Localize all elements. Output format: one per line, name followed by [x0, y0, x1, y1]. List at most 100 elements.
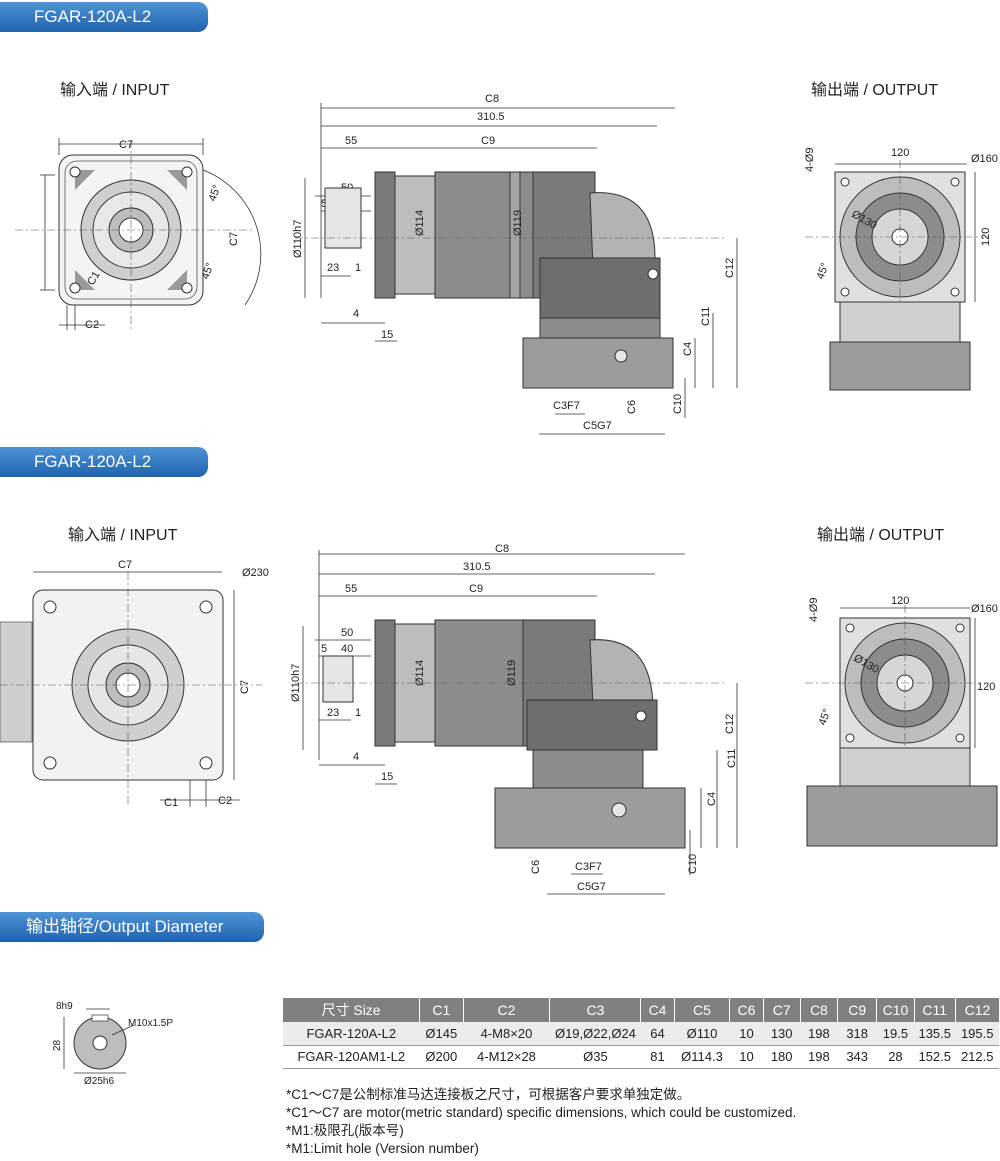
dim-310-mid: 310.5 [463, 561, 491, 573]
table-cell: 198 [800, 1045, 838, 1069]
section-title-shaft: 输出轴径/Output Diameter [0, 912, 264, 942]
table-cell: FGAR-120A-L2 [283, 1022, 420, 1046]
note-line: *C1～C7 are motor(metric standard) specif… [286, 1105, 797, 1120]
dim-dia110-top: Ø110h7 [292, 220, 304, 258]
dim-5-top: 5 [321, 198, 327, 210]
dim-15-mid: 15 [381, 771, 393, 783]
output-view-top: 120 Ø160 4-Ø9 Ø130 45° 120 [804, 147, 998, 391]
section-title-middle: FGAR-120A-L2 [0, 447, 208, 477]
dim-c8-top: C8 [485, 93, 499, 105]
table-cell: 195.5 [955, 1022, 999, 1046]
shaft-diagram: 8h9 M10x1.5P 28 Ø25h6 [52, 1001, 173, 1087]
header-c3: C3 [549, 998, 642, 1022]
dim-55-mid: 55 [345, 583, 357, 595]
table-cell: 28 [876, 1045, 915, 1069]
dim-c7-top-input: C7 [119, 139, 133, 151]
dim-c11-top: C11 [700, 307, 712, 326]
input-label-top: 输入端 / INPUT [60, 82, 170, 99]
dim-dia114-mid: Ø114 [414, 660, 426, 686]
table-cell: 4-M12×28 [463, 1045, 550, 1069]
dim-45-top-out: 45° [815, 261, 832, 281]
table-cell: 10 [729, 1022, 764, 1046]
dim-1-mid: 1 [355, 707, 361, 719]
dim-23-top: 23 [327, 262, 339, 274]
dim-c9-mid: C9 [469, 583, 483, 595]
dim-dia160-mid: Ø160 [971, 603, 998, 615]
dim-c11-mid: C11 [726, 749, 738, 768]
header-c1: C1 [419, 998, 464, 1022]
input-view-top: C7 45° 45° C7 C1 C2 [15, 138, 262, 331]
side-view-top: C8 310.5 55 C9 50 40 5 23 1 Ø110h7 Ø114 … [292, 93, 738, 435]
dim-holes-mid: 4-Ø9 [808, 598, 820, 622]
table-row: FGAR-120A-L2 Ø145 4-M8×20 Ø19,Ø22,Ø24 64… [283, 1022, 999, 1046]
section-title-top: FGAR-120A-L2 [0, 2, 208, 32]
header-c2: C2 [463, 998, 551, 1022]
dim-45-top-a: 45° [207, 183, 224, 203]
table-cell: 19.5 [876, 1022, 915, 1046]
dim-c12-top: C12 [724, 258, 736, 278]
dim-c9-top: C9 [481, 135, 495, 147]
table-cell: 318 [837, 1022, 877, 1046]
dim-c6-top: C6 [626, 400, 638, 414]
dim-holes-top: 4-Ø9 [804, 148, 816, 172]
dim-c10-top: C10 [672, 394, 684, 414]
dim-1-top: 1 [355, 262, 361, 274]
header-c5: C5 [674, 998, 731, 1022]
dim-4-top: 4 [353, 308, 359, 320]
dim-120-mid-v: 120 [977, 681, 995, 693]
dim-310-top: 310.5 [477, 111, 505, 123]
dim-c12-mid: C12 [724, 714, 736, 734]
dim-c4-top: C4 [682, 342, 694, 356]
dim-50-mid: 50 [341, 627, 353, 639]
table-cell: Ø145 [419, 1022, 464, 1046]
dim-shaft-key: 8h9 [56, 1001, 73, 1012]
input-label-middle: 输入端 / INPUT [68, 527, 178, 544]
table-cell: Ø35 [549, 1045, 641, 1069]
table-cell: 180 [763, 1045, 801, 1069]
table-cell: 10 [729, 1045, 764, 1069]
dim-5-mid: 5 [321, 643, 327, 655]
table-cell: 64 [640, 1022, 675, 1046]
dim-c3f7-mid: C3F7 [575, 861, 602, 873]
dim-c4-mid: C4 [706, 792, 718, 806]
dim-c5g7-top: C5G7 [583, 420, 612, 432]
notes: *C1～C7是公制标准马达连接板之尺寸，可根据客户要求单独定做。 *C1～C7 … [286, 1086, 796, 1158]
header-c10: C10 [876, 998, 915, 1022]
input-view-middle: C7 Ø230 C7 C1 C2 [0, 559, 269, 809]
table-cell: 135.5 [914, 1022, 956, 1046]
dim-c7-mid-input-v: C7 [239, 680, 251, 694]
output-label-middle: 输出端 / OUTPUT [817, 527, 945, 544]
dim-dia119-top: Ø119 [512, 210, 524, 236]
table-row: FGAR-120AM1-L2 Ø200 4-M12×28 Ø35 81 Ø114… [283, 1045, 999, 1069]
dim-shaft-height: 28 [52, 1039, 63, 1051]
table-cell: Ø200 [419, 1045, 464, 1069]
dim-15-top: 15 [381, 329, 393, 341]
output-label-top: 输出端 / OUTPUT [811, 82, 939, 99]
dim-40-mid: 40 [341, 643, 353, 655]
header-c11: C11 [914, 998, 956, 1022]
table-cell: 343 [837, 1045, 877, 1069]
table-cell: Ø110 [674, 1022, 730, 1046]
table-cell: 152.5 [914, 1045, 956, 1069]
table-cell: 81 [640, 1045, 675, 1069]
header-c7: C7 [763, 998, 801, 1022]
side-view-middle: C8 310.5 55 C9 50 40 5 23 1 Ø110h7 Ø114 … [290, 543, 738, 895]
header-c4: C4 [640, 998, 675, 1022]
table-cell: Ø19,Ø22,Ø24 [549, 1022, 641, 1046]
dim-dia119-mid: Ø119 [506, 660, 518, 686]
dim-45-mid-out: 45° [817, 707, 834, 727]
header-c12: C12 [955, 998, 999, 1022]
dim-120-top-h: 120 [891, 147, 909, 159]
dim-c1-mid: C1 [164, 797, 178, 809]
dim-dia114-top: Ø114 [414, 210, 426, 236]
dim-45-top-b: 45° [200, 261, 217, 281]
dim-shaft-dia: Ø25h6 [84, 1076, 114, 1087]
table-cell: 212.5 [955, 1045, 999, 1069]
header-c6: C6 [729, 998, 764, 1022]
dim-55-top: 55 [345, 135, 357, 147]
dim-4-mid: 4 [353, 751, 359, 763]
dim-c7-mid-input: C7 [118, 559, 132, 571]
table-cell: FGAR-120AM1-L2 [283, 1045, 420, 1069]
dim-c10-mid: C10 [687, 854, 699, 874]
dim-c5g7-mid: C5G7 [577, 881, 606, 893]
